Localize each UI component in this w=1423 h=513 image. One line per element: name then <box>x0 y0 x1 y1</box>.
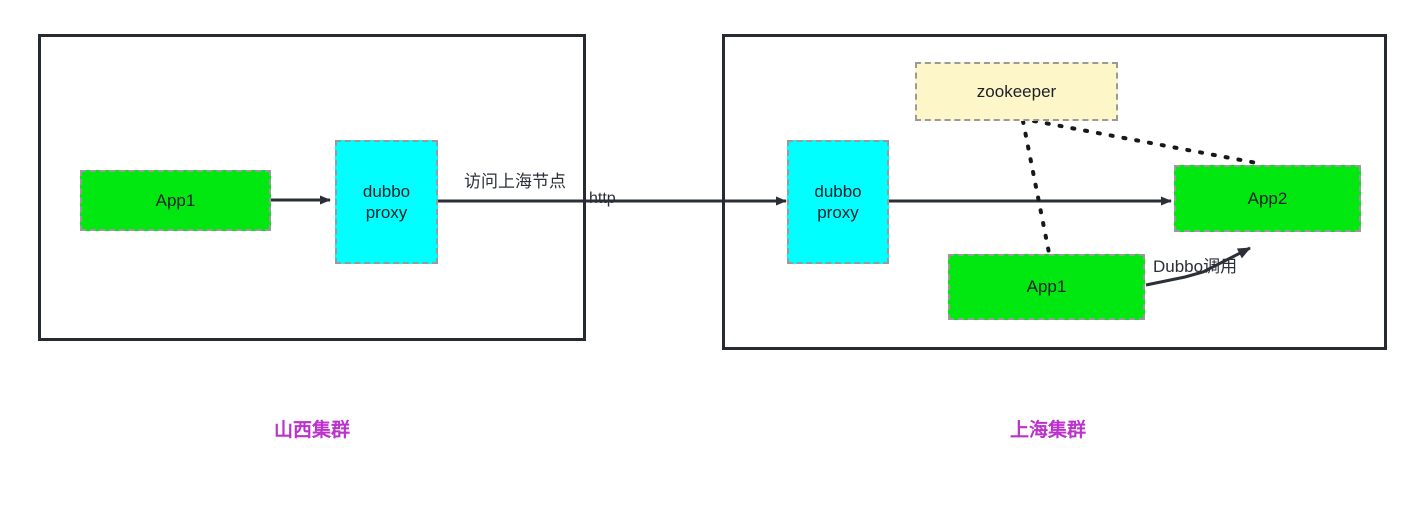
node-label: App2 <box>1247 188 1288 208</box>
node-shanghai-zookeeper[interactable]: zookeeper <box>915 62 1118 121</box>
node-shanxi-app1[interactable]: App1 <box>80 170 271 231</box>
node-label: dubbo proxy <box>814 181 862 222</box>
node-label: zookeeper <box>976 81 1057 101</box>
cluster-caption-shanxi: 山西集群 <box>273 420 350 441</box>
edge-zk-register-app1 <box>1021 119 1051 255</box>
cluster-caption-shanghai: 上海集群 <box>1009 420 1086 441</box>
node-label: App1 <box>1026 277 1067 297</box>
node-label: App1 <box>155 190 196 210</box>
node-shanghai-dubbo-proxy[interactable]: dubbo proxy <box>787 140 889 264</box>
cluster-panel-shanghai <box>722 34 1387 350</box>
node-shanghai-app1[interactable]: App1 <box>948 254 1145 320</box>
node-shanxi-dubbo-proxy[interactable]: dubbo proxy <box>335 140 438 264</box>
edge-label-visit-shanghai-node: 访问上海节点 <box>464 172 566 191</box>
edge-zk-register-app2 <box>1032 119 1264 166</box>
edge-label-dubbo-call: Dubbo调用 <box>1153 257 1238 276</box>
node-label: dubbo proxy <box>362 181 411 222</box>
node-shanghai-app2[interactable]: App2 <box>1174 165 1361 232</box>
edge-label-http: http <box>589 190 616 207</box>
cluster-panel-shanxi <box>38 34 586 341</box>
edge-app1-dubbo-call-app2 <box>1145 246 1251 287</box>
